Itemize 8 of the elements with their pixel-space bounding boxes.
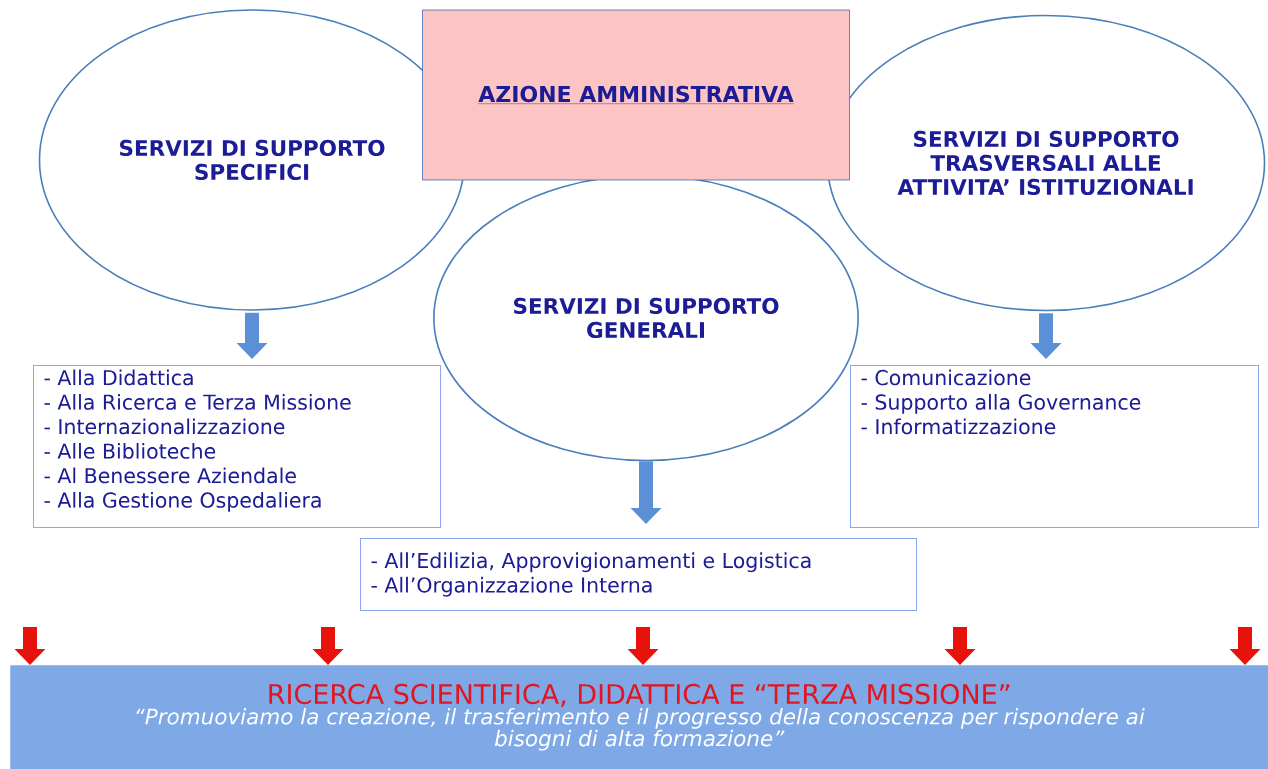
oval: SERVIZI DI SUPPORTO TRASVERSALI ALLE ATTIVITA’ ISTITUZIONALI: [826, 14, 1266, 312]
oval: SERVIZI DI SUPPORTO GENERALI: [433, 174, 859, 462]
list-box: - All’Edilizia, Approvigionamenti e Logistica - All’Organizzazione Interna: [360, 538, 917, 611]
list-box: - Alla Didattica - Alla Ricerca e Terza Missione - Internazionalizzazione - Alle Biblioteche - Al Benessere Aziendale - Alla Gestione Ospedaliera: [33, 365, 441, 528]
oval: SERVIZI DI SUPPORTO SPECIFICI: [38, 9, 466, 311]
banner: RICERCA SCIENTIFICA, DIDATTICA E “TERZA MISSIONE” “Promuoviamo la creazione, il trasferimento e il progresso della conoscenza per rispondere ai bisogni di alta formazione”: [10, 665, 1268, 769]
title-box: AZIONE AMMINISTRATIVA: [422, 9, 850, 181]
list-box: - Comunicazione - Supporto alla Governance - Informatizzazione: [850, 365, 1259, 528]
